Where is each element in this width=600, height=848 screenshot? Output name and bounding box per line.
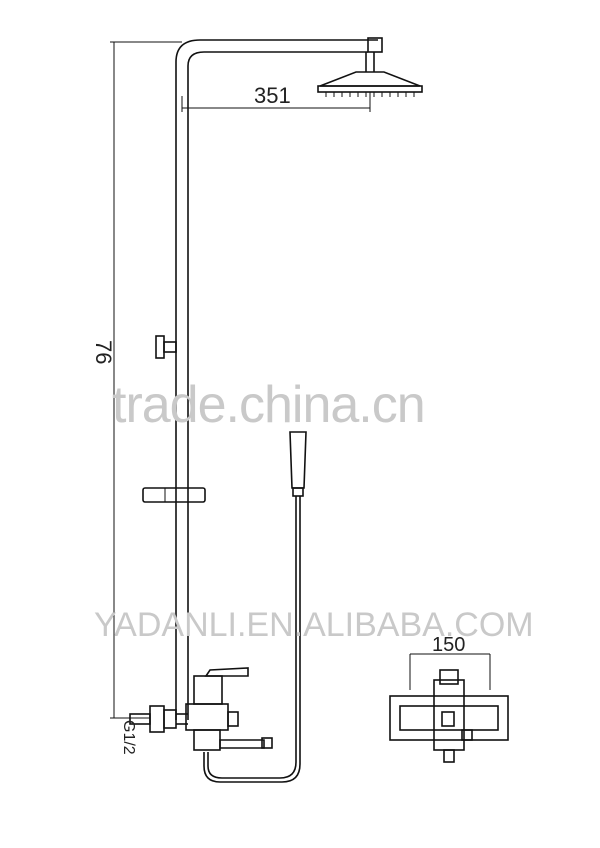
valve-width-label: 150 [432,634,465,656]
height-dimension: 76 [91,41,182,719]
handshower-holder [142,487,206,503]
shower-hose [203,496,301,783]
height-dimension-label: 76 [91,340,116,364]
watermark-yadanli: YADANLI.EN.ALIBABA.COM [94,606,534,644]
riser-pipe [175,39,378,720]
reach-dimension: 351 [181,83,371,112]
watermark-trade-china: trade.china.cn [112,376,426,434]
arm-end-cap [367,37,383,53]
inlet-connection: G1/2 [120,705,188,755]
mixer-valve [185,667,273,751]
hand-shower [289,431,307,497]
inlet-thread-label: G1/2 [120,720,137,755]
wall-bracket [155,335,177,359]
valve-side-view: 150 [389,634,509,763]
reach-dimension-label: 351 [254,83,291,108]
shower-head [317,52,423,97]
